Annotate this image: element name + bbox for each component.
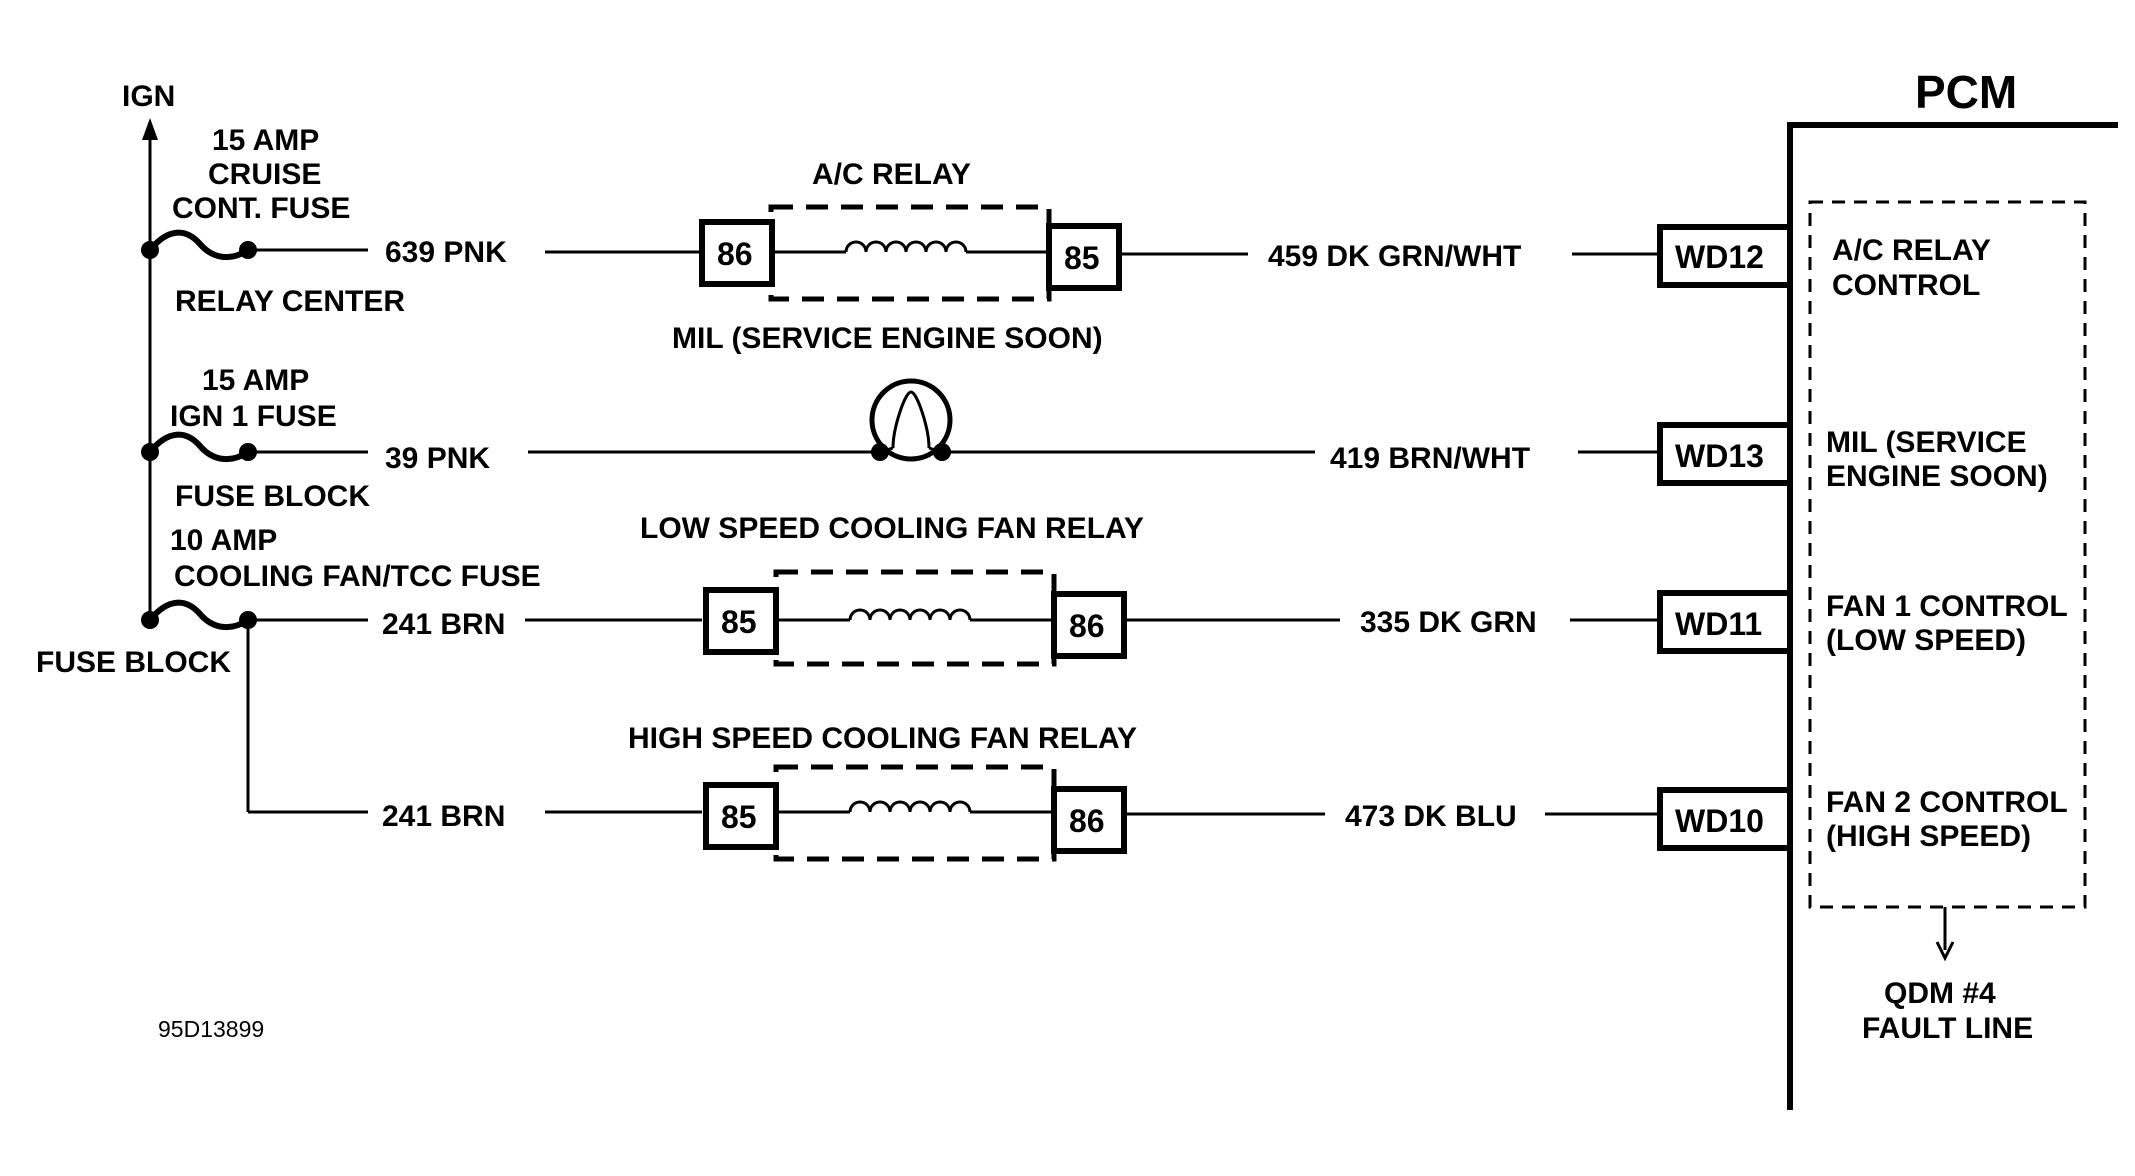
- ac-relay: [768, 204, 1052, 302]
- fuse3-name: COOLING FAN/TCC FUSE: [174, 560, 541, 593]
- pcm-pin-wd13: [1657, 422, 1793, 486]
- fuse2-location: FUSE BLOCK: [175, 480, 370, 513]
- low-relay-pin-86: [1051, 591, 1127, 659]
- ac-relay-title: A/C RELAY: [812, 158, 971, 191]
- mil-pcm-line1: MIL (SERVICE: [1826, 426, 2027, 459]
- low-pin-out-label: 86: [1069, 608, 1105, 644]
- low-pcm-line2: (LOW SPEED): [1826, 624, 2026, 657]
- ac-pcm-line2: CONTROL: [1832, 269, 1980, 302]
- fuse3-amp: 10 AMP: [170, 524, 277, 557]
- ac-relay-pin-85: [1046, 223, 1122, 291]
- pcm-module: [1787, 122, 2118, 1110]
- mil-lamp-icon: [869, 378, 953, 462]
- high-pcm-line2: (HIGH SPEED): [1826, 820, 2031, 853]
- mil-pcm-line2: ENGINE SOON): [1826, 460, 2048, 493]
- low-pcm-line1: FAN 1 CONTROL: [1826, 590, 2068, 623]
- mil-out-wire: 419 BRN/WHT: [1330, 442, 1530, 475]
- high-relay-pin-86: [1051, 786, 1127, 854]
- high-in-wire: 241 BRN: [382, 800, 505, 833]
- figure-id: 95D13899: [158, 1016, 264, 1042]
- low-relay: [773, 569, 1057, 667]
- fuse1-name: CRUISE: [208, 158, 321, 191]
- pcm-pin-wd11: [1657, 590, 1793, 654]
- high-pin-in-label: 85: [721, 799, 757, 835]
- low-relay-title: LOW SPEED COOLING FAN RELAY: [640, 512, 1144, 545]
- fuse3-location: FUSE BLOCK: [36, 646, 231, 679]
- fuse2-amp: 15 AMP: [202, 364, 309, 397]
- ign-label: IGN: [122, 80, 175, 113]
- mil-in-wire: 39 PNK: [385, 442, 490, 475]
- ign-bus: [142, 118, 158, 620]
- fuse2-name: IGN 1 FUSE: [170, 400, 337, 433]
- ac-pcm-pin-label: WD12: [1675, 239, 1764, 275]
- qdm-line1: QDM #4: [1884, 977, 1996, 1010]
- high-pcm-pin-label: WD10: [1675, 803, 1764, 839]
- mil-pcm-pin-label: WD13: [1675, 438, 1764, 474]
- low-pin-in-label: 85: [721, 604, 757, 640]
- pcm-title: PCM: [1915, 66, 2017, 118]
- high-pin-out-label: 86: [1069, 803, 1105, 839]
- low-relay-pin-85: [703, 587, 779, 655]
- ac-in-wire: 639 PNK: [385, 236, 507, 269]
- fuse1-name2: CONT. FUSE: [172, 192, 350, 225]
- fuse1-location: RELAY CENTER: [175, 285, 405, 318]
- high-relay-pin-85: [703, 782, 779, 850]
- fuse-coolingfan-symbol: [141, 599, 257, 631]
- fuse1-amp: 15 AMP: [212, 124, 319, 157]
- ac-out-wire: 459 DK GRN/WHT: [1268, 240, 1521, 273]
- fuse-cruise-symbol: [141, 229, 257, 261]
- pcm-pin-wd12: [1657, 224, 1793, 288]
- ac-pin-out-label: 85: [1064, 240, 1100, 276]
- high-relay-title: HIGH SPEED COOLING FAN RELAY: [628, 722, 1137, 755]
- qdm-line2: FAULT LINE: [1862, 1012, 2033, 1045]
- fuse-ign1-symbol: [141, 431, 257, 463]
- ac-pcm-line1: A/C RELAY: [1832, 234, 1991, 267]
- ac-pin-in-label: 86: [717, 236, 753, 272]
- low-pcm-pin-label: WD11: [1675, 606, 1762, 642]
- low-out-wire: 335 DK GRN: [1360, 606, 1537, 639]
- high-out-wire: 473 DK BLU: [1345, 800, 1517, 833]
- ign-arrow-icon: [142, 118, 158, 140]
- low-in-wire: 241 BRN: [382, 608, 505, 641]
- mil-title: MIL (SERVICE ENGINE SOON): [672, 322, 1103, 355]
- high-relay: [773, 764, 1057, 862]
- high-pcm-line1: FAN 2 CONTROL: [1826, 786, 2068, 819]
- ac-relay-pin-86: [699, 219, 775, 287]
